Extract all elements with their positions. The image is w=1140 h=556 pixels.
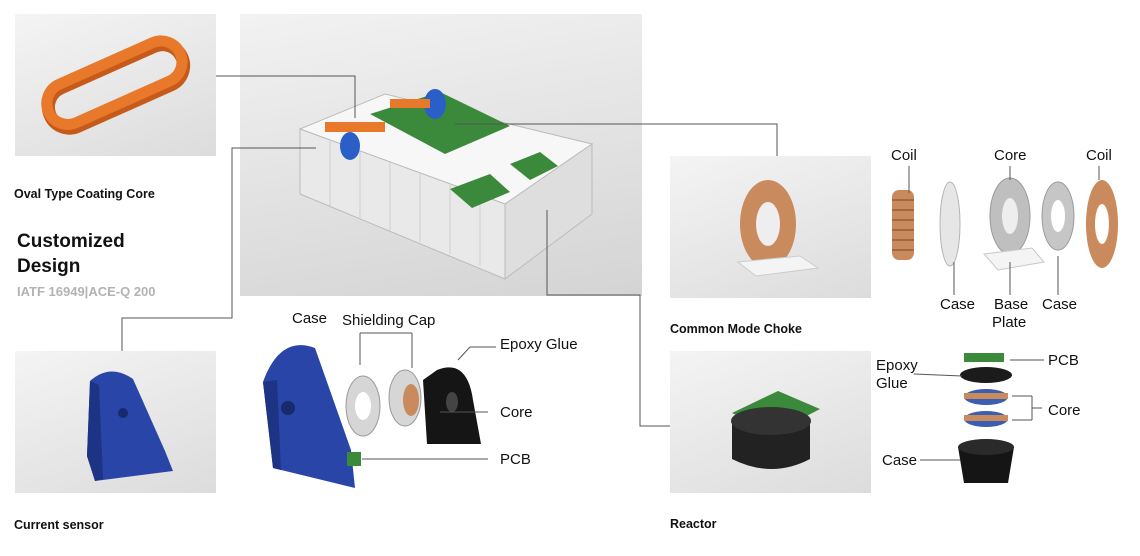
module-photo <box>240 14 642 296</box>
current-sensor-caption: Current sensor <box>14 518 104 532</box>
common-mode-choke-photo <box>670 156 871 298</box>
oval-core-caption: Oval Type Coating Core <box>14 187 155 201</box>
customized-design-heading: Customized Design <box>17 229 125 279</box>
choke-plate-label: Plate <box>992 314 1027 331</box>
current-sensor-case-label: Case <box>292 310 328 327</box>
reactor-glue-label: Glue <box>876 375 908 392</box>
choke-case-left-label: Case <box>940 296 976 313</box>
heading-line-1: Customized <box>17 231 125 252</box>
reactor-pcb-label: PCB <box>1048 352 1079 369</box>
shielding-cap-label: Shielding Cap <box>342 312 436 329</box>
current-sensor-exploded-view <box>263 345 481 488</box>
reactor-caption: Reactor <box>670 517 717 531</box>
reactor-exploded-view <box>958 353 1014 483</box>
epoxy-glue-label: Epoxy Glue <box>500 336 578 353</box>
reactor-epoxy-label: Epoxy <box>876 357 918 374</box>
heading-line-2: Design <box>17 256 81 277</box>
reactor-case-label: Case <box>882 452 918 469</box>
choke-core-label: Core <box>994 147 1027 164</box>
reactor-image <box>731 391 820 469</box>
choke-coil-left-label: Coil <box>891 147 917 164</box>
common-mode-choke-image <box>736 180 820 277</box>
current-sensor-image <box>87 371 173 481</box>
choke-coil-right-label: Coil <box>1086 147 1112 164</box>
common-mode-choke-caption: Common Mode Choke <box>670 322 802 336</box>
choke-base-label: Base <box>994 296 1029 313</box>
common-mode-choke-exploded-view <box>892 177 1118 271</box>
current-sensor-core-label: Core <box>500 404 533 421</box>
module-image <box>298 89 594 280</box>
current-sensor-pcb-label: PCB <box>500 451 531 468</box>
reactor-core-label: Core <box>1048 402 1081 419</box>
certification-subheading: IATF 16949|ACE-Q 200 <box>17 284 156 299</box>
oval-core-image <box>41 35 191 135</box>
oval-core-photo <box>15 14 216 156</box>
current-sensor-photo <box>15 351 216 493</box>
choke-case-right-label: Case <box>1042 296 1078 313</box>
reactor-photo <box>670 351 871 493</box>
